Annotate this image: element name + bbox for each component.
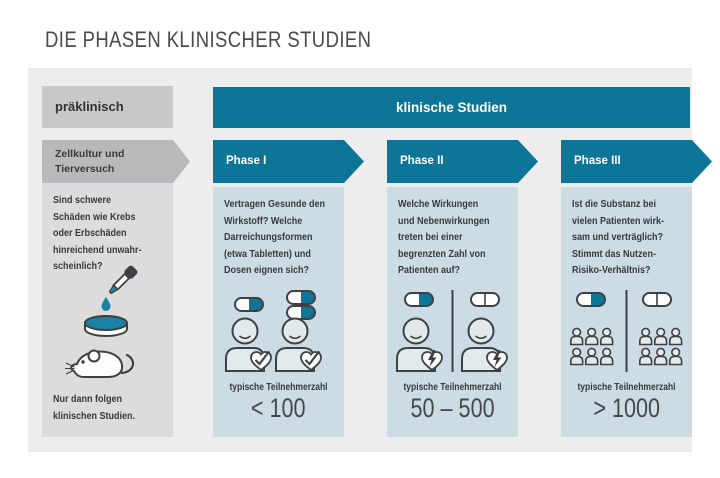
page-title: DIE PHASEN KLINISCHER STUDIEN: [45, 27, 372, 52]
capsule-pair-icon: [286, 290, 316, 305]
patient-heart-check-icon: [224, 317, 273, 373]
phase3-icons: [569, 290, 683, 372]
verum-capsule-icon: [404, 292, 434, 307]
laboratory-icons: [65, 265, 138, 378]
capsule-icon: [234, 297, 264, 312]
placebo-capsule-icon: [470, 292, 500, 307]
preclinical-note: Nur dann folgen klinischen Studien.: [53, 394, 136, 422]
phase3-question: Ist die Substanz bei vielen Patienten wi…: [572, 199, 665, 276]
phase2-icons: [396, 290, 508, 372]
preclinical-stage-label: Tierversuch: [55, 163, 115, 175]
patient-heart-check-icon: [274, 317, 323, 373]
phase3-column: Ist die Substanz bei vielen Patienten wi…: [561, 187, 692, 437]
phase2-question: Welche Wirkungen und Nebenwirkungen tret…: [398, 199, 490, 276]
participants-label: typische Teilnehmerzahl: [577, 382, 676, 393]
phase1-arrow: Phase I: [213, 140, 364, 183]
mouse-icon: [65, 349, 135, 378]
preclinical-content-box: Sind schwere Schäden wie Krebs oder Erbs…: [42, 183, 173, 437]
preclinical-stage-label: Zellkultur und: [55, 148, 125, 160]
petri-dish-icon: [84, 315, 128, 337]
patient-heart-bolt-icon: [396, 317, 443, 372]
patient-group-icon: [638, 327, 683, 366]
clinical-studies-header: klinische Studien: [213, 87, 690, 128]
preclinical-stage-arrow: Zellkultur und Tierversuch: [42, 140, 190, 183]
preclinical-question: Sind schwere Schäden wie Krebs oder Erbs…: [53, 195, 142, 272]
drop-icon: [101, 297, 111, 311]
phase3-participants: > 1000: [593, 393, 660, 423]
phase3-arrow: Phase III: [561, 140, 712, 183]
phase1-question: Vertragen Gesunde den Wirkstoff? Welche …: [224, 199, 326, 276]
patient-heart-bolt-icon: [461, 317, 508, 372]
phase2-column: Welche Wirkungen und Nebenwirkungen tret…: [387, 187, 518, 437]
phase2-participants: 50 – 500: [410, 393, 495, 423]
preclinical-header: präklinisch: [42, 86, 173, 128]
phase1-icons: [224, 290, 323, 373]
patient-group-icon: [569, 327, 614, 366]
participants-label: typische Teilnehmerzahl: [403, 382, 502, 393]
phase1-participants: < 100: [251, 393, 306, 423]
phase2-arrow: Phase II: [387, 140, 538, 183]
capsule-pair-icon: [286, 305, 316, 320]
verum-capsule-icon: [576, 292, 606, 307]
participants-label: typische Teilnehmerzahl: [229, 382, 328, 393]
placebo-capsule-icon: [642, 292, 672, 307]
phase1-column: Vertragen Gesunde den Wirkstoff? Welche …: [213, 187, 344, 437]
pipette-icon: [108, 265, 138, 295]
